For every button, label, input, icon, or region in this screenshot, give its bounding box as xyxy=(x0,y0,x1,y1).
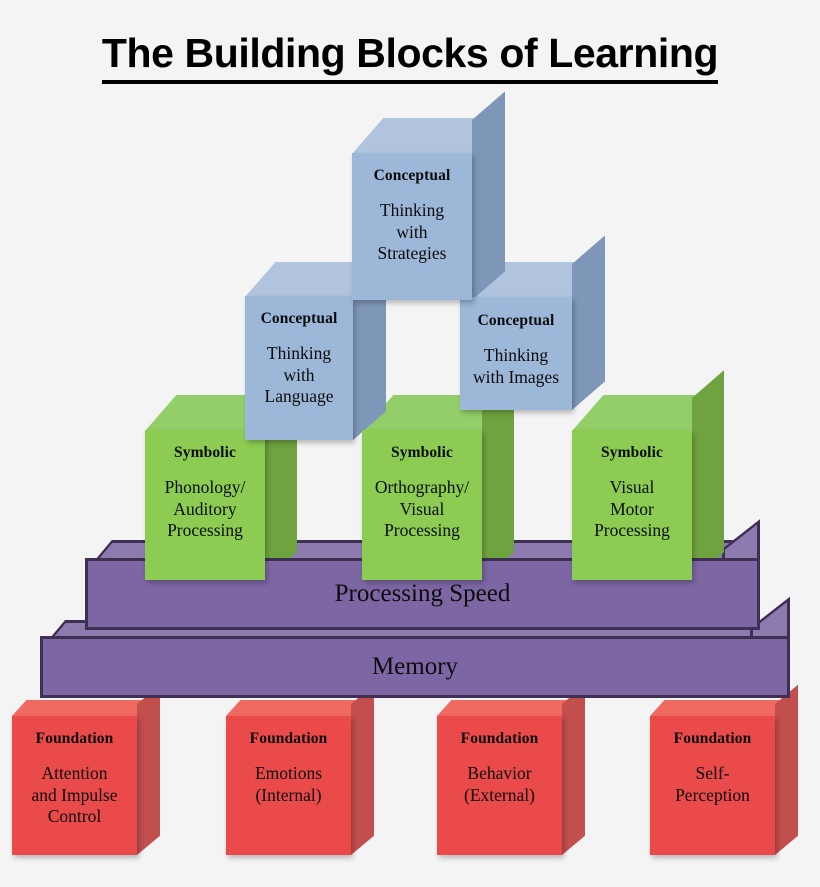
foundation-block-attention-top-face xyxy=(12,700,152,716)
foundation-block-behavior-title: Behavior (External) xyxy=(464,763,535,805)
foundation-block-behavior: Foundation Behavior (External) xyxy=(437,684,585,855)
foundation-block-emotions-category: Foundation xyxy=(249,730,328,747)
foundation-block-attention: Foundation Attention and Impulse Control xyxy=(12,684,160,855)
conceptual-block-language-front-face: Conceptual Thinking with Language xyxy=(245,296,353,440)
conceptual-block-strategies-side-face xyxy=(472,91,505,300)
foundation-block-self-perception-category: Foundation xyxy=(673,730,752,747)
foundation-block-emotions-top-face xyxy=(226,700,366,716)
foundation-block-attention-side-face xyxy=(137,684,160,855)
conceptual-block-images-category: Conceptual xyxy=(477,312,555,329)
symbolic-block-phonology-front-face: Symbolic Phonology/ Auditory Processing xyxy=(145,430,265,580)
foundation-block-behavior-category: Foundation xyxy=(460,730,539,747)
foundation-block-self-perception-title: Self- Perception xyxy=(675,763,750,805)
foundation-block-behavior-top-face xyxy=(437,700,577,716)
symbolic-block-visual-motor: Symbolic Visual Motor Processing xyxy=(572,370,724,580)
slab-memory: Memory xyxy=(40,596,790,698)
symbolic-block-phonology-title: Phonology/ Auditory Processing xyxy=(164,477,246,541)
foundation-block-attention-title: Attention and Impulse Control xyxy=(31,763,118,827)
foundation-block-attention-category: Foundation xyxy=(35,730,114,747)
conceptual-block-images: Conceptual Thinking with Images xyxy=(460,235,605,410)
symbolic-block-orthography: Symbolic Orthography/ Visual Processing xyxy=(362,370,514,580)
foundation-block-attention-front-face: Foundation Attention and Impulse Control xyxy=(12,716,137,855)
slab-memory-label: Memory xyxy=(371,653,459,680)
conceptual-block-strategies-title: Thinking with Strategies xyxy=(377,200,447,264)
foundation-block-emotions-side-face xyxy=(351,684,374,855)
foundation-block-self-perception-top-face xyxy=(650,700,790,716)
symbolic-block-visual-motor-title: Visual Motor Processing xyxy=(594,477,670,541)
slab-processing-speed-label: Processing Speed xyxy=(334,580,511,607)
conceptual-block-language: Conceptual Thinking with Language xyxy=(245,235,386,440)
symbolic-block-visual-motor-side-face xyxy=(692,370,724,580)
symbolic-block-visual-motor-front-face: Symbolic Visual Motor Processing xyxy=(572,430,692,580)
foundation-block-emotions-title: Emotions (Internal) xyxy=(254,763,323,805)
symbolic-block-orthography-title: Orthography/ Visual Processing xyxy=(374,477,470,541)
conceptual-block-strategies: Conceptual Thinking with Strategies xyxy=(352,91,505,300)
conceptual-block-language-category: Conceptual xyxy=(260,310,338,327)
page-title: The Building Blocks of Learning xyxy=(0,30,820,84)
foundation-block-self-perception-front-face: Foundation Self- Perception xyxy=(650,716,775,855)
symbolic-block-orthography-category: Symbolic xyxy=(391,444,453,461)
conceptual-block-images-front-face: Conceptual Thinking with Images xyxy=(460,297,572,410)
page-title-text: The Building Blocks of Learning xyxy=(101,30,719,84)
foundation-block-self-perception-side-face xyxy=(775,684,798,855)
foundation-block-emotions-front-face: Foundation Emotions (Internal) xyxy=(226,716,351,855)
slab-memory-front-face: Memory xyxy=(40,636,790,698)
conceptual-block-strategies-front-face: Conceptual Thinking with Strategies xyxy=(352,153,472,300)
foundation-block-self-perception: Foundation Self- Perception xyxy=(650,684,798,855)
foundation-block-behavior-front-face: Foundation Behavior (External) xyxy=(437,716,562,855)
symbolic-block-visual-motor-category: Symbolic xyxy=(601,444,663,461)
conceptual-block-images-side-face xyxy=(572,235,605,410)
symbolic-block-phonology-category: Symbolic xyxy=(174,444,236,461)
foundation-block-behavior-side-face xyxy=(562,684,585,855)
conceptual-block-images-title: Thinking with Images xyxy=(472,345,560,387)
conceptual-block-strategies-category: Conceptual xyxy=(373,167,451,184)
conceptual-block-language-title: Thinking with Language xyxy=(264,343,334,407)
foundation-block-emotions: Foundation Emotions (Internal) xyxy=(226,684,374,855)
symbolic-block-phonology: Symbolic Phonology/ Auditory Processing xyxy=(145,370,297,580)
symbolic-block-orthography-front-face: Symbolic Orthography/ Visual Processing xyxy=(362,430,482,580)
